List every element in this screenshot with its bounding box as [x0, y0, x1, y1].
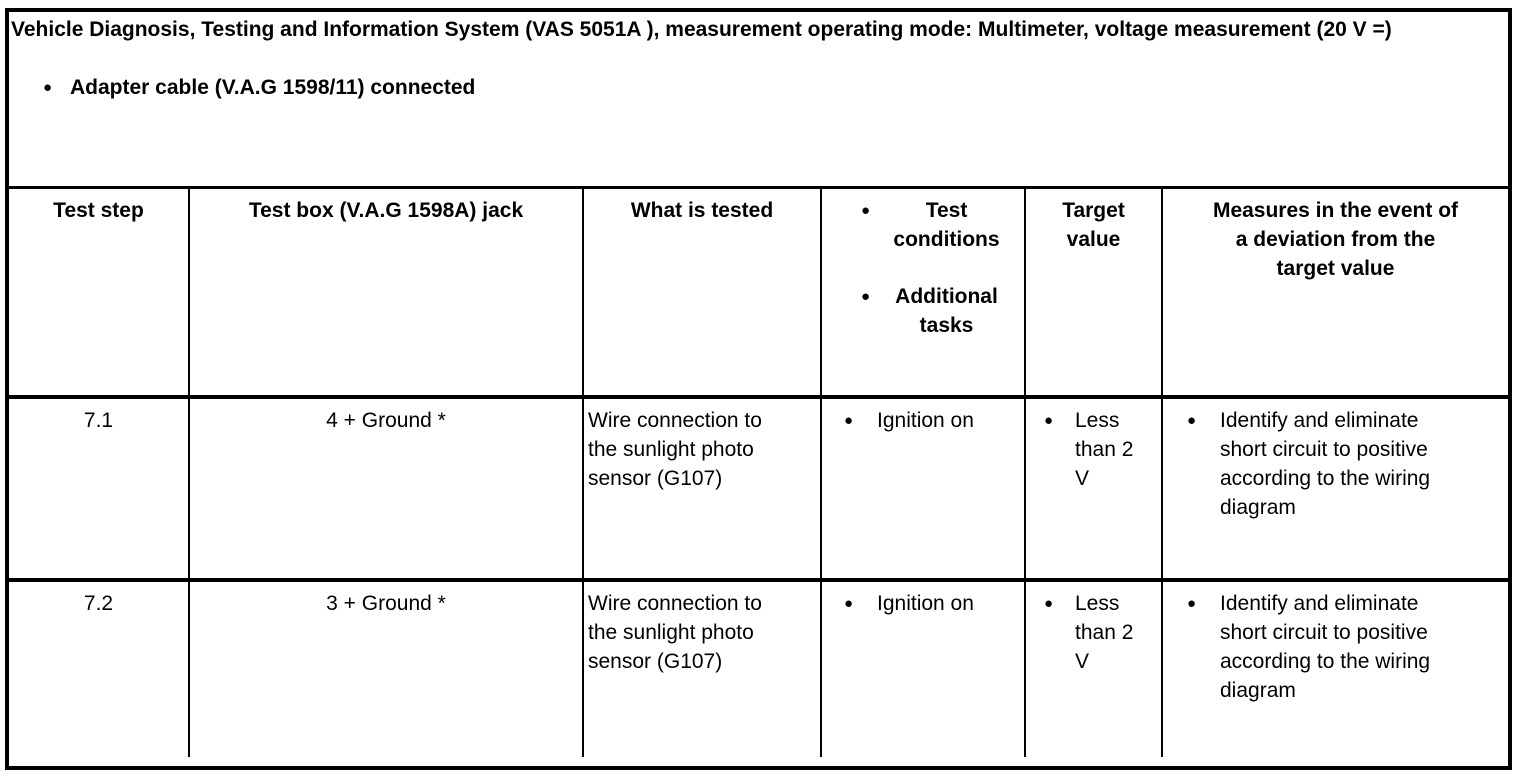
intro-bullet-item: ● Adapter cable (V.A.G 1598/11) connecte…	[11, 73, 1498, 103]
header-what-is-tested-label: What is tested	[630, 199, 774, 222]
what-is-tested-value: Wire connection to the sunlight photo se…	[588, 408, 762, 490]
table-header-row: Test step Test box (V.A.G 1598A) jack Wh…	[9, 186, 1508, 399]
bullet-icon: ●	[1187, 411, 1197, 429]
measures-item: ● Identify and eliminate short circuit t…	[1167, 406, 1504, 522]
header-measures-label: Measures in the event of a deviation fro…	[1212, 199, 1459, 280]
cell-test-box-jack: 3 + Ground *	[188, 578, 584, 757]
cell-what-is-tested: Wire connection to the sunlight photo se…	[582, 395, 822, 582]
test-conditions-list: ● Ignition on	[826, 406, 1020, 435]
header-conditions-item: ● Additional tasks	[826, 282, 1020, 340]
cell-test-conditions: ● Ignition on	[820, 395, 1026, 582]
test-box-jack-value: 4 + Ground *	[326, 408, 446, 432]
header-conditions-item: ● Test conditions	[826, 196, 1020, 254]
measures-text: Identify and eliminate short circuit to …	[1220, 591, 1431, 702]
test-conditions-item: ● Ignition on	[826, 589, 1020, 618]
measures-list: ● Identify and eliminate short circuit t…	[1167, 406, 1504, 522]
measures-list: ● Identify and eliminate short circuit t…	[1167, 589, 1504, 705]
cell-test-step: 7.2	[9, 578, 190, 757]
target-value-list: ● Less than 2 V	[1030, 589, 1157, 676]
cell-target-value: ● Less than 2 V	[1024, 578, 1163, 757]
test-conditions-text: Ignition on	[877, 408, 974, 432]
target-value-item: ● Less than 2 V	[1030, 589, 1157, 676]
test-conditions-text: Ignition on	[877, 591, 974, 615]
cell-measures: ● Identify and eliminate short circuit t…	[1161, 395, 1508, 582]
bullet-icon: ●	[1044, 594, 1054, 612]
cell-test-step: 7.1	[9, 395, 190, 582]
bullet-icon: ●	[1187, 594, 1197, 612]
header-conditions-text: Test conditions	[893, 199, 1000, 251]
target-value-text: Less than 2 V	[1075, 408, 1134, 490]
test-conditions-item: ● Ignition on	[826, 406, 1020, 435]
test-step-value: 7.1	[83, 408, 114, 432]
header-what-is-tested: What is tested	[582, 186, 822, 399]
cell-target-value: ● Less than 2 V	[1024, 395, 1163, 582]
measures-text: Identify and eliminate short circuit to …	[1220, 408, 1431, 519]
test-conditions-list: ● Ignition on	[826, 589, 1020, 618]
header-test-box-jack-label: Test box (V.A.G 1598A) jack	[248, 199, 524, 222]
document-box: Vehicle Diagnosis, Testing and Informati…	[5, 8, 1512, 770]
target-value-text: Less than 2 V	[1075, 591, 1134, 673]
bullet-icon: ●	[860, 288, 871, 305]
measures-item: ● Identify and eliminate short circuit t…	[1167, 589, 1504, 705]
intro-title: Vehicle Diagnosis, Testing and Informati…	[11, 18, 1392, 41]
cell-test-conditions: ● Ignition on	[820, 578, 1026, 757]
table-row: 7.2 3 + Ground * Wire connection to the …	[9, 578, 1508, 757]
target-value-list: ● Less than 2 V	[1030, 406, 1157, 493]
intro-bullet-text: Adapter cable (V.A.G 1598/11) connected	[70, 76, 476, 99]
bullet-icon: ●	[860, 202, 871, 219]
cell-what-is-tested: Wire connection to the sunlight photo se…	[582, 578, 822, 757]
cell-measures: ● Identify and eliminate short circuit t…	[1161, 578, 1508, 757]
bullet-icon: ●	[844, 411, 854, 429]
test-step-value: 7.2	[83, 591, 114, 615]
header-conditions-text: Additional tasks	[895, 285, 998, 337]
header-conditions-list: ● Test conditions ● Additional tasks	[826, 196, 1020, 340]
table-row: 7.1 4 + Ground * Wire connection to the …	[9, 395, 1508, 582]
header-test-box-jack: Test box (V.A.G 1598A) jack	[188, 186, 584, 399]
header-test-step: Test step	[9, 186, 190, 399]
intro-section: Vehicle Diagnosis, Testing and Informati…	[9, 12, 1508, 186]
bullet-icon: ●	[844, 594, 854, 612]
cell-test-box-jack: 4 + Ground *	[188, 395, 584, 582]
header-target-value: Target value	[1024, 186, 1163, 399]
diagnostic-table: Test step Test box (V.A.G 1598A) jack Wh…	[9, 186, 1508, 757]
bullet-icon: ●	[1044, 411, 1054, 429]
test-box-jack-value: 3 + Ground *	[326, 591, 446, 615]
header-target-value-label: Target value	[1062, 199, 1125, 251]
intro-bullet-list: ● Adapter cable (V.A.G 1598/11) connecte…	[11, 73, 1498, 103]
header-test-step-label: Test step	[53, 199, 144, 222]
what-is-tested-value: Wire connection to the sunlight photo se…	[588, 591, 762, 673]
target-value-item: ● Less than 2 V	[1030, 406, 1157, 493]
bullet-icon: ●	[43, 79, 53, 96]
header-conditions: ● Test conditions ● Additional tasks	[820, 186, 1026, 399]
header-measures: Measures in the event of a deviation fro…	[1161, 186, 1508, 399]
